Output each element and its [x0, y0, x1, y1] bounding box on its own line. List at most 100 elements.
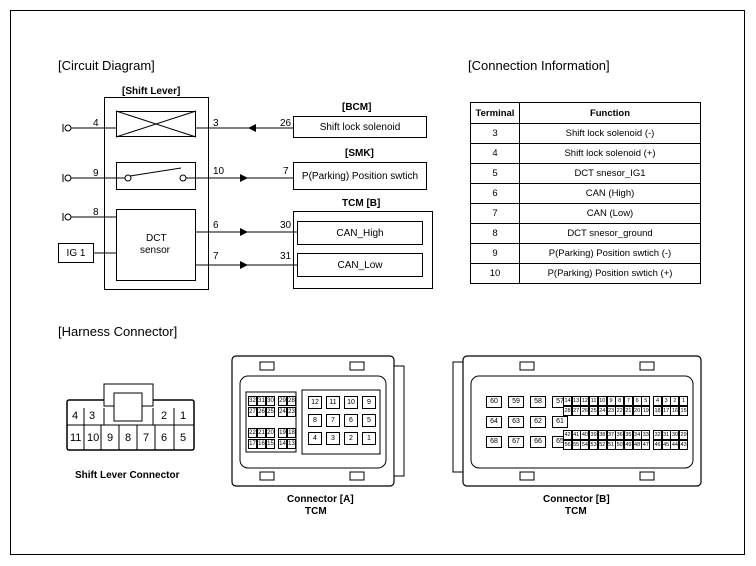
connector-b-pin: 44	[670, 440, 680, 450]
tcm-can-low: CAN_Low	[297, 253, 423, 277]
connector-b-tcm: TCM	[565, 506, 587, 517]
connector-a-pin: 32	[248, 396, 257, 406]
slc-pin-5: 5	[180, 432, 187, 444]
connector-a-pin: 23	[287, 407, 296, 417]
connector-b-pin: 28	[563, 406, 572, 416]
connector-b-pin: 20	[632, 406, 642, 416]
slc-pin-9: 9	[107, 432, 114, 444]
connector-b-pin: 52	[597, 440, 607, 450]
slc-pin-8: 8	[125, 432, 132, 444]
dct-sensor-line1: DCT	[146, 233, 167, 244]
connector-b-pin: 50	[615, 440, 625, 450]
connector-b-pin: 27	[571, 406, 581, 416]
connector-b-pin: 40	[580, 430, 590, 440]
connector-a-pin: 24	[278, 407, 287, 417]
ground-symbol-8	[62, 213, 72, 221]
connector-b-pin: 10	[597, 396, 607, 406]
connector-b-pin: 16	[670, 406, 680, 416]
smk-label: [SMK]	[345, 148, 374, 159]
shift-lever-box	[104, 97, 209, 290]
connector-b-pin: 8	[615, 396, 625, 406]
connector-b-pin: 22	[615, 406, 625, 416]
ground-symbol-9	[62, 174, 72, 182]
connector-b-pin: 37	[606, 430, 616, 440]
connector-a-pin: 18	[287, 428, 296, 438]
tcm-b-label: TCM [B]	[342, 198, 381, 209]
connector-a-pin: 25	[266, 407, 275, 417]
connector-a-tcm: TCM	[305, 506, 327, 517]
connector-a-pin: 28	[287, 396, 296, 406]
pin-7: 7	[213, 251, 219, 262]
connector-b-pin: 5	[641, 396, 651, 406]
connector-b-pin: 11	[589, 396, 599, 406]
connector-b-pin: 21	[623, 406, 633, 416]
connector-b-pin: 35	[623, 430, 633, 440]
connector-b-pin: 53	[589, 440, 599, 450]
switch-element	[116, 162, 196, 190]
connector-b-pin: 2	[670, 396, 680, 406]
connector-b-pin: 25	[589, 406, 599, 416]
function-cell: P(Parking) Position swtich (+)	[519, 263, 701, 284]
ig1-box: IG 1	[58, 243, 94, 263]
connector-b-pin: 9	[606, 396, 616, 406]
connector-b-pin: 32	[653, 430, 662, 440]
connector-a-pin: 30	[266, 396, 275, 406]
slc-pin-6: 6	[161, 432, 168, 444]
pin-6: 6	[213, 220, 219, 231]
connector-b-pin: 14	[563, 396, 572, 406]
connector-b-pin: 51	[606, 440, 616, 450]
connector-a-pin: 13	[287, 439, 296, 449]
connector-a-pin: 7	[326, 414, 340, 427]
connector-a-pin: 3	[326, 432, 340, 445]
connector-b-pin: 54	[580, 440, 590, 450]
connector-b-pin: 61	[552, 416, 568, 428]
connector-b-pin: 60	[486, 396, 502, 408]
connector-a-pin: 21	[257, 428, 266, 438]
connector-a-pin: 11	[326, 396, 340, 409]
connector-b-pin: 33	[641, 430, 651, 440]
pin-8: 8	[93, 207, 99, 218]
connector-b-pin: 48	[632, 440, 642, 450]
connector-b-pin: 64	[486, 416, 502, 428]
connector-b-pin: 67	[508, 436, 524, 448]
connector-a-pin: 27	[248, 407, 257, 417]
connector-b-pin: 59	[508, 396, 524, 408]
tcm-box	[293, 211, 433, 289]
circuit-diagram-title: [Circuit Diagram]	[58, 58, 155, 73]
slc-pin-7: 7	[143, 432, 150, 444]
connector-a-pin: 15	[266, 439, 275, 449]
connector-a-pin: 31	[257, 396, 266, 406]
bcm-label: [BCM]	[342, 102, 372, 113]
connector-b-pin: 12	[580, 396, 590, 406]
connector-a-pin: 26	[257, 407, 266, 417]
solenoid-element	[116, 111, 196, 137]
shift-lever-label: [Shift Lever]	[122, 86, 181, 97]
connector-a-pin: 12	[308, 396, 322, 409]
connector-b-pin: 38	[597, 430, 607, 440]
ground-symbol-4	[62, 124, 72, 132]
connector-a-pin: 20	[266, 428, 275, 438]
connector-b-pin: 47	[641, 440, 651, 450]
dct-sensor-box	[116, 209, 196, 281]
connector-a-pin: 17	[248, 439, 257, 449]
connector-a-pin: 4	[308, 432, 322, 445]
connector-b-pin: 24	[597, 406, 607, 416]
smk-pin-7: 7	[283, 166, 289, 177]
connector-b-pin: 68	[486, 436, 502, 448]
connector-b-pin: 45	[661, 440, 671, 450]
connector-b-pin: 62	[530, 416, 546, 428]
connector-b-pin: 1	[679, 396, 689, 406]
connector-b-pin: 7	[623, 396, 633, 406]
connector-b-pin: 63	[508, 416, 524, 428]
connector-b-pin: 26	[580, 406, 590, 416]
pin-4: 4	[93, 118, 99, 129]
slc-pin-2: 2	[161, 410, 168, 422]
pin-10: 10	[213, 166, 225, 177]
connector-b-pin: 23	[606, 406, 616, 416]
connector-b-pin: 17	[661, 406, 671, 416]
